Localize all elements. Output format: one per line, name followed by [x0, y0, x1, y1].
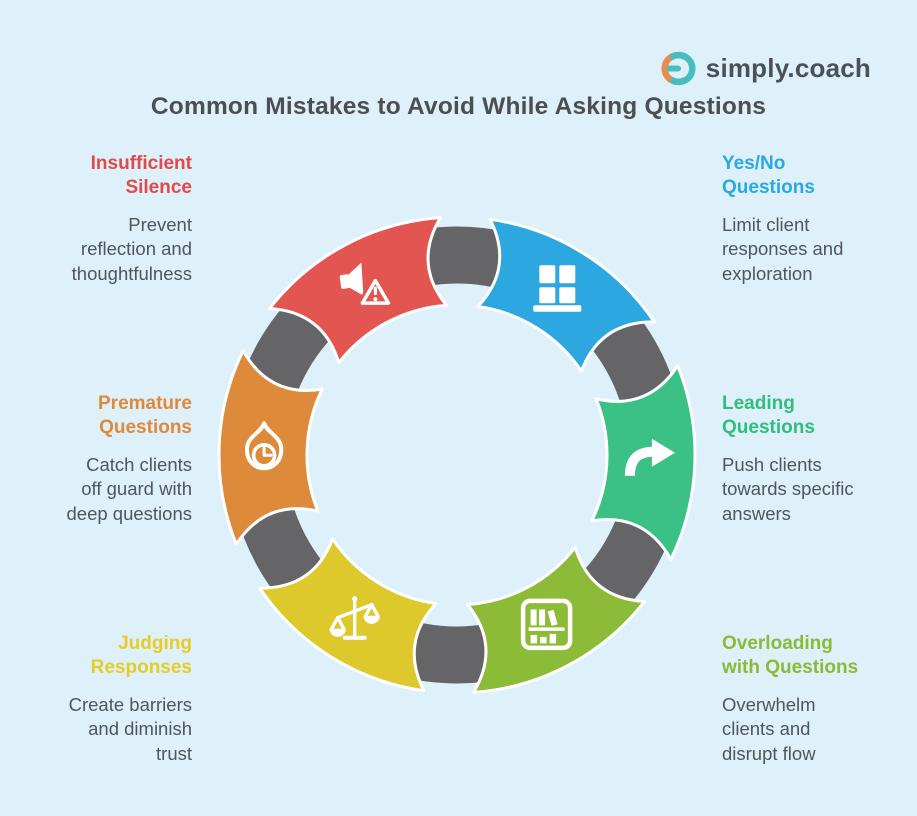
item-heading: Yes/No Questions	[722, 153, 815, 199]
item-description: Push clients towards specific answers	[722, 454, 854, 524]
item-yes-no-questions: Yes/No Questions Limit client responses …	[722, 152, 892, 286]
item-description: Limit client responses and exploration	[722, 214, 844, 284]
item-description: Catch clients off guard with deep questi…	[66, 454, 193, 524]
item-leading-questions: Leading Questions Push clients towards s…	[722, 392, 892, 526]
item-heading: Overloading with Questions	[722, 633, 859, 679]
page-title: Common Mistakes to Avoid While Asking Qu…	[150, 93, 767, 120]
item-heading: Premature Questions	[98, 393, 192, 439]
bookshelf-icon	[520, 598, 573, 651]
item-description: Create barriers and diminish trust	[68, 694, 192, 764]
redo-arrow-icon	[624, 438, 675, 476]
item-overloading-with-questions: Overloading with Questions Overwhelm cli…	[722, 632, 892, 766]
item-description: Overwhelm clients and disrupt flow	[722, 694, 816, 764]
item-insufficient-silence: Insufficient Silence Prevent reflection …	[34, 152, 192, 286]
scales-icon	[329, 596, 380, 640]
simply-coach-logo-icon	[661, 51, 696, 86]
item-judging-responses: Judging Responses Create barriers and di…	[34, 632, 192, 766]
logo-wordmark: simply.coach	[705, 53, 871, 83]
segment-leading-questions	[590, 364, 697, 561]
simply-coach-logo: simply.coach	[660, 50, 871, 87]
item-heading: Insufficient Silence	[90, 153, 192, 199]
item-heading: Judging Responses	[90, 633, 192, 679]
window-icon	[533, 265, 582, 312]
speaker-alert-icon	[339, 262, 394, 308]
item-premature-questions: Premature Questions Catch clients off gu…	[34, 392, 193, 526]
item-heading: Leading Questions	[722, 393, 815, 439]
item-description: Prevent reflection and thoughtfulness	[71, 214, 192, 284]
flame-clock-icon	[244, 421, 284, 471]
